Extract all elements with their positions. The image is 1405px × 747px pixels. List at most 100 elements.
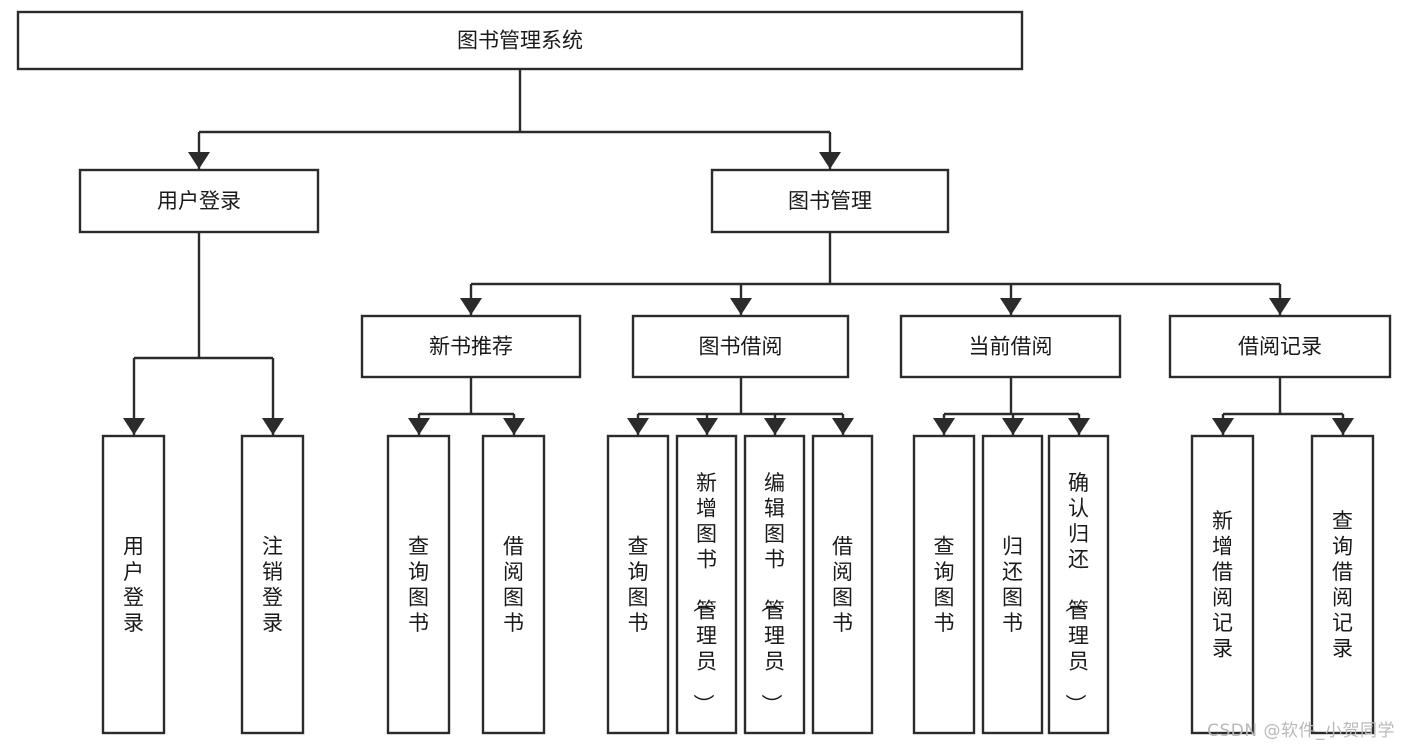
node-leaf-user-login[interactable]: 用户登录 — [101, 434, 166, 735]
node-box-leaf-edit-book[interactable] — [743, 434, 806, 735]
label-glyph: ） — [1063, 694, 1087, 715]
edge-arrowhead — [764, 418, 786, 435]
label-glyph: 增 — [696, 496, 717, 520]
label-glyph: 书 — [503, 611, 524, 635]
node-box-leaf-user-login[interactable] — [101, 434, 166, 735]
label-glyph: 询 — [408, 560, 429, 584]
label-glyph: 阅 — [832, 560, 853, 584]
node-label-leaf-borrow-book-rec: 借阅图书 — [503, 535, 524, 636]
node-box-leaf-borrow-book-rec[interactable] — [481, 434, 546, 735]
edge-arrowhead — [503, 418, 525, 435]
label-glyph: 记 — [1332, 611, 1353, 635]
node-box-user-login[interactable] — [78, 168, 320, 234]
node-leaf-edit-book[interactable]: 编辑图书（管理员） — [743, 434, 806, 735]
node-leaf-add-record[interactable]: 新增借阅记录 — [1190, 434, 1255, 735]
node-leaf-query-book-cb[interactable]: 查询图书 — [912, 434, 976, 735]
node-box-leaf-query-book-cb[interactable] — [912, 434, 976, 735]
node-leaf-confirm-return[interactable]: 确认归还（管理员） — [1047, 434, 1110, 735]
label-glyph: （ — [691, 592, 715, 613]
label-glyph: （ — [1063, 592, 1087, 613]
node-box-leaf-query-book-rec[interactable] — [386, 434, 451, 735]
label-glyph: 户 — [123, 560, 144, 584]
edges-layer — [123, 69, 1354, 435]
node-book-manage[interactable]: 图书管理 — [710, 168, 950, 234]
label-glyph: 图 — [832, 586, 853, 610]
node-label-leaf-add-book: 新增图书（管理员） — [691, 471, 717, 715]
node-box-leaf-add-book[interactable] — [675, 434, 738, 735]
node-borrow-record[interactable]: 借阅记录 — [1168, 314, 1392, 379]
label-glyph: 借 — [832, 535, 853, 559]
label-glyph: 还 — [1002, 560, 1023, 584]
label-glyph: 阅 — [1212, 586, 1233, 610]
label-glyph: 查 — [408, 535, 429, 559]
label-glyph: 销 — [262, 560, 283, 584]
label-glyph: 增 — [1212, 535, 1233, 559]
node-box-leaf-add-record[interactable] — [1190, 434, 1255, 735]
label-glyph: 管 — [696, 598, 717, 622]
label-glyph: 员 — [764, 649, 785, 673]
label-glyph: 借 — [1212, 560, 1233, 584]
label-glyph: 询 — [628, 560, 649, 584]
label-glyph: 书 — [832, 611, 853, 635]
node-label-leaf-return-book: 归还图书 — [1002, 535, 1023, 636]
label-glyph: 图 — [934, 586, 955, 610]
node-book-borrow[interactable]: 图书借阅 — [631, 314, 850, 379]
node-box-leaf-borrow-book-bb[interactable] — [811, 434, 874, 735]
node-label-leaf-query-book-bb: 查询图书 — [628, 535, 649, 636]
node-label-leaf-query-record: 查询借阅记录 — [1332, 509, 1353, 661]
node-box-leaf-query-record[interactable] — [1310, 434, 1375, 735]
node-leaf-borrow-book-bb[interactable]: 借阅图书 — [811, 434, 874, 735]
label-glyph: 询 — [934, 560, 955, 584]
label-glyph: 管 — [1068, 598, 1089, 622]
edge-arrowhead — [933, 418, 955, 435]
node-box-leaf-logout[interactable] — [240, 434, 305, 735]
node-label-leaf-user-login: 用户登录 — [123, 535, 144, 636]
node-leaf-borrow-book-rec[interactable]: 借阅图书 — [481, 434, 546, 735]
node-label-leaf-edit-book: 编辑图书（管理员） — [759, 471, 785, 715]
label-glyph: 理 — [696, 624, 717, 648]
node-label-leaf-logout: 注销登录 — [262, 535, 283, 636]
label-glyph: 确 — [1068, 471, 1089, 495]
node-label-new-book-rec: 新书推荐 — [429, 335, 513, 359]
node-box-book-borrow[interactable] — [631, 314, 850, 379]
edge-arrowhead — [1269, 298, 1291, 315]
label-glyph: 借 — [1332, 560, 1353, 584]
node-current-borrow[interactable]: 当前借阅 — [899, 314, 1122, 379]
node-box-new-book-rec[interactable] — [360, 314, 582, 379]
node-box-leaf-query-book-bb[interactable] — [606, 434, 670, 735]
node-box-current-borrow[interactable] — [899, 314, 1122, 379]
edge-arrowhead — [1000, 298, 1022, 315]
node-box-borrow-record[interactable] — [1168, 314, 1392, 379]
node-new-book-rec[interactable]: 新书推荐 — [360, 314, 582, 379]
node-box-leaf-confirm-return[interactable] — [1047, 434, 1110, 735]
node-leaf-query-book-bb[interactable]: 查询图书 — [606, 434, 670, 735]
label-glyph: 员 — [1068, 649, 1089, 673]
node-label-leaf-query-book-cb: 查询图书 — [934, 535, 955, 636]
node-box-book-manage[interactable] — [710, 168, 950, 234]
node-leaf-add-book[interactable]: 新增图书（管理员） — [675, 434, 738, 735]
edge-arrowhead — [730, 298, 752, 315]
edge-arrowhead — [408, 418, 430, 435]
node-user-login[interactable]: 用户登录 — [78, 168, 320, 234]
label-glyph: 录 — [123, 611, 144, 635]
node-leaf-query-book-rec[interactable]: 查询图书 — [386, 434, 451, 735]
node-leaf-query-record[interactable]: 查询借阅记录 — [1310, 434, 1375, 735]
node-label-user-login: 用户登录 — [157, 189, 241, 213]
node-label-leaf-query-book-rec: 查询图书 — [408, 535, 429, 636]
node-box-root[interactable] — [16, 10, 1024, 71]
label-glyph: 理 — [1068, 624, 1089, 648]
edge-arrowhead — [627, 418, 649, 435]
node-box-leaf-return-book[interactable] — [981, 434, 1044, 735]
node-leaf-return-book[interactable]: 归还图书 — [981, 434, 1044, 735]
edge-arrowhead — [832, 418, 854, 435]
label-glyph: 查 — [1332, 509, 1353, 533]
node-leaf-logout[interactable]: 注销登录 — [240, 434, 305, 735]
label-glyph: 图 — [408, 586, 429, 610]
node-root[interactable]: 图书管理系统 — [16, 10, 1024, 71]
label-glyph: 还 — [1068, 547, 1089, 571]
label-glyph: 录 — [262, 611, 283, 635]
label-glyph: 图 — [764, 522, 785, 546]
label-glyph: 新 — [696, 471, 717, 495]
label-glyph: 管 — [764, 598, 785, 622]
label-glyph: 用 — [123, 535, 144, 559]
